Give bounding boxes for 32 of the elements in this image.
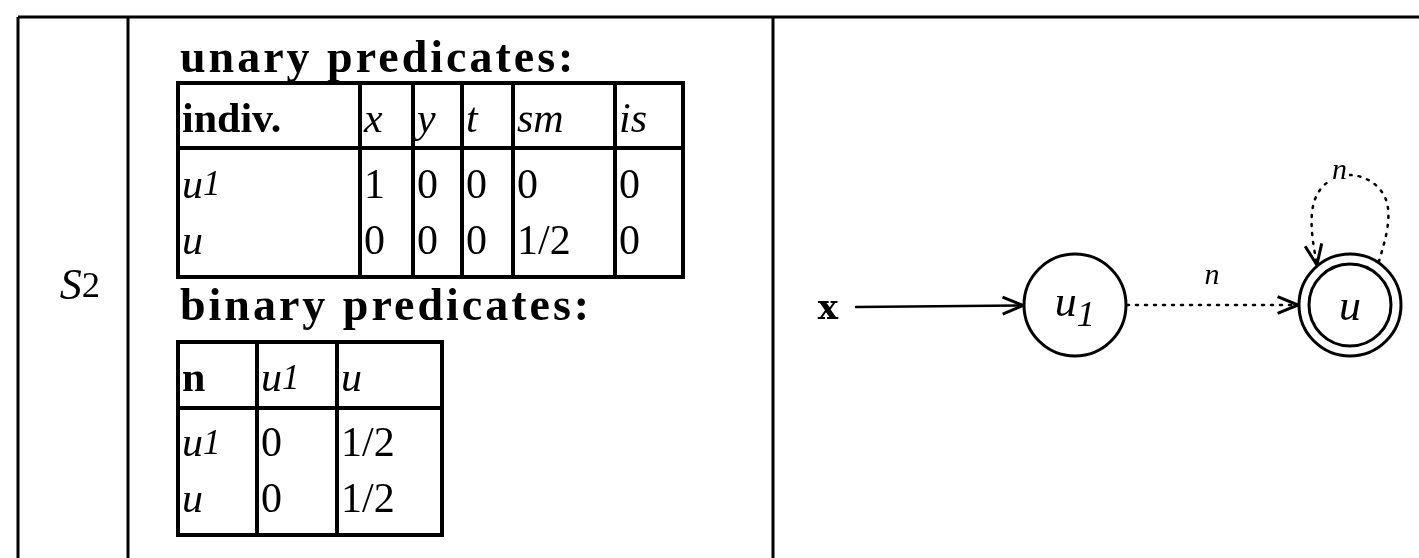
section-heading: unary predicates: bbox=[180, 34, 578, 80]
arrow bbox=[1303, 173, 1390, 267]
pointer-variable: x bbox=[808, 283, 848, 331]
section-heading: binary predicates: bbox=[180, 280, 594, 330]
column-header: t bbox=[466, 93, 480, 143]
arrow bbox=[1125, 295, 1300, 315]
value-text: 0 bbox=[417, 159, 439, 209]
value-text: 0 bbox=[517, 159, 539, 209]
node-circle: u$_{1}$ bbox=[1023, 253, 1127, 357]
value-text: 0 bbox=[261, 418, 283, 467]
value-text: 0 bbox=[619, 159, 641, 209]
value-text: 1/2 bbox=[341, 473, 396, 523]
summary-node-circle: u bbox=[1298, 253, 1402, 357]
value-text: 1/2 bbox=[341, 418, 396, 467]
value-text: 0 bbox=[364, 216, 386, 265]
column-header: indiv. bbox=[182, 93, 283, 143]
value-text: 0 bbox=[417, 216, 439, 265]
column-header: y bbox=[417, 93, 437, 143]
column-header: is bbox=[619, 93, 648, 143]
column-header: n bbox=[182, 353, 207, 402]
arrow bbox=[854, 295, 1025, 316]
value-text: 0 bbox=[261, 473, 283, 523]
row-header: u bbox=[182, 473, 204, 523]
column-header: x bbox=[364, 93, 384, 143]
column-header: sm bbox=[517, 93, 565, 143]
value-text: 0 bbox=[619, 216, 641, 265]
value-text: 0 bbox=[466, 159, 488, 209]
value-text: 1/2 bbox=[517, 216, 572, 265]
value-text: 0 bbox=[466, 216, 488, 265]
column-header: u bbox=[341, 353, 363, 402]
value-text: 1 bbox=[364, 159, 386, 209]
row-header: u bbox=[182, 216, 204, 265]
